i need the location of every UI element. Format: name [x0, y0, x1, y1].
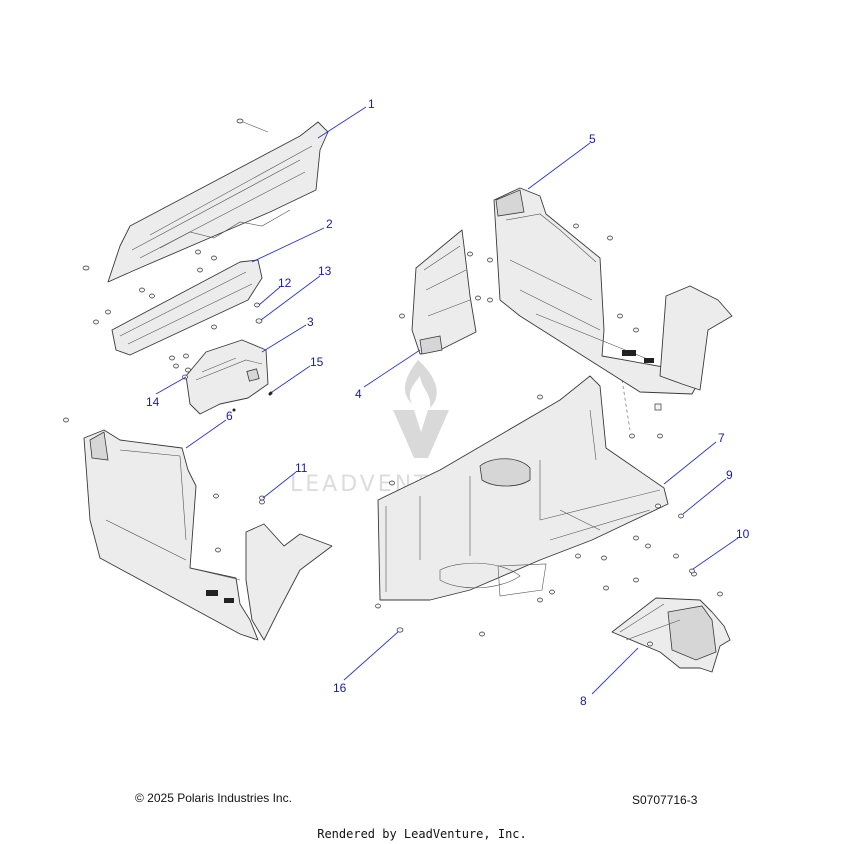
part-3-cover [169, 339, 273, 415]
part-2-trim-strip [93, 249, 263, 356]
callout-4: 4 [355, 387, 362, 401]
callout-15: 15 [310, 355, 324, 369]
callout-labels: 1 2 3 4 5 6 7 8 9 10 11 12 13 14 15 16 [146, 97, 750, 708]
callout-1: 1 [368, 97, 375, 111]
diagram-part-number: S0707716-3 [632, 793, 698, 807]
part-6-side-panel [63, 417, 333, 641]
copyright-text: © 2025 Polaris Industries Inc. [135, 791, 292, 805]
part-1-trim-panel [82, 118, 329, 283]
rendered-by-text: Rendered by LeadVenture, Inc. [317, 827, 527, 841]
part-8-skid-cover [603, 543, 731, 673]
callout-12: 12 [278, 276, 292, 290]
flame-logo-icon [404, 360, 437, 408]
callout-14: 14 [146, 395, 160, 409]
callout-11: 11 [295, 461, 308, 475]
callout-3: 3 [307, 315, 314, 329]
callout-13: 13 [318, 264, 332, 278]
callout-16: 16 [333, 681, 347, 695]
callout-6: 6 [226, 409, 233, 423]
callout-9: 9 [726, 468, 733, 482]
part-12-13-fasteners [211, 302, 263, 330]
v-logo-icon [393, 410, 449, 458]
callout-5: 5 [589, 132, 596, 146]
leader-lines [155, 106, 739, 695]
misc-fasteners [182, 374, 695, 633]
part-4-rear-panel [399, 229, 481, 355]
callout-10: 10 [736, 527, 750, 541]
part-5-side-panel [487, 187, 733, 411]
callout-7: 7 [718, 431, 725, 445]
callout-2: 2 [326, 217, 333, 231]
callout-8: 8 [580, 694, 587, 708]
part-7-floor-console [375, 375, 669, 637]
